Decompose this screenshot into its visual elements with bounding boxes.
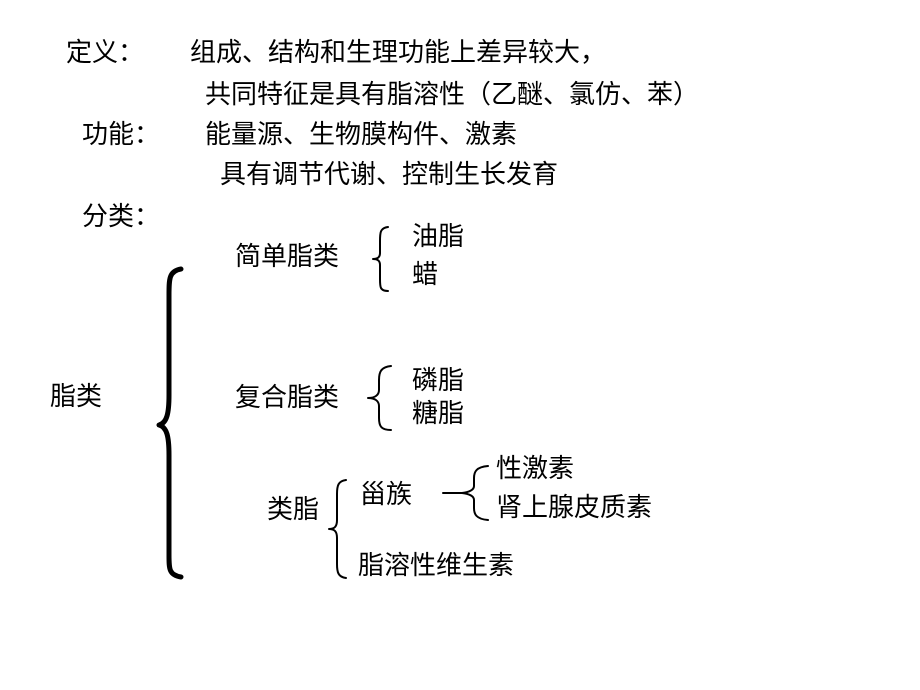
definition-line-1: 组成、结构和生理功能上差异较大， (190, 38, 607, 68)
fat-soluble-vitamins-label: 脂溶性维生素 (358, 551, 515, 581)
function-line-2: 具有调节代谢、控制生长发育 (220, 160, 559, 190)
definition-label: 定义： (66, 38, 145, 68)
steroid-item: 性激素 (496, 454, 575, 484)
simple-lipid-item: 蜡 (412, 260, 439, 290)
brace-icon (328, 479, 347, 579)
simple-lipids-label: 简单脂类 (235, 242, 340, 272)
function-line-1: 能量源、生物膜构件、激素 (205, 120, 518, 150)
simple-lipid-item: 油脂 (412, 222, 465, 252)
compound-lipid-item: 磷脂 (412, 366, 465, 396)
compound-lipid-item: 糖脂 (412, 399, 465, 429)
function-label: 功能： (82, 120, 161, 150)
steroid-item: 肾上腺皮质素 (496, 493, 653, 523)
classification-label: 分类： (82, 202, 161, 232)
definition-line-2: 共同特征是具有脂溶性（乙醚、氯仿、苯） (205, 80, 700, 110)
lipids-root-label: 脂类 (50, 382, 103, 412)
compound-lipids-label: 复合脂类 (235, 383, 340, 413)
brace-icon (367, 365, 392, 431)
lipoids-label: 类脂 (267, 495, 320, 525)
large-brace-icon (156, 266, 184, 580)
brace-icon (372, 226, 389, 292)
steroids-label: 甾族 (360, 480, 413, 510)
brace-icon (442, 465, 489, 521)
